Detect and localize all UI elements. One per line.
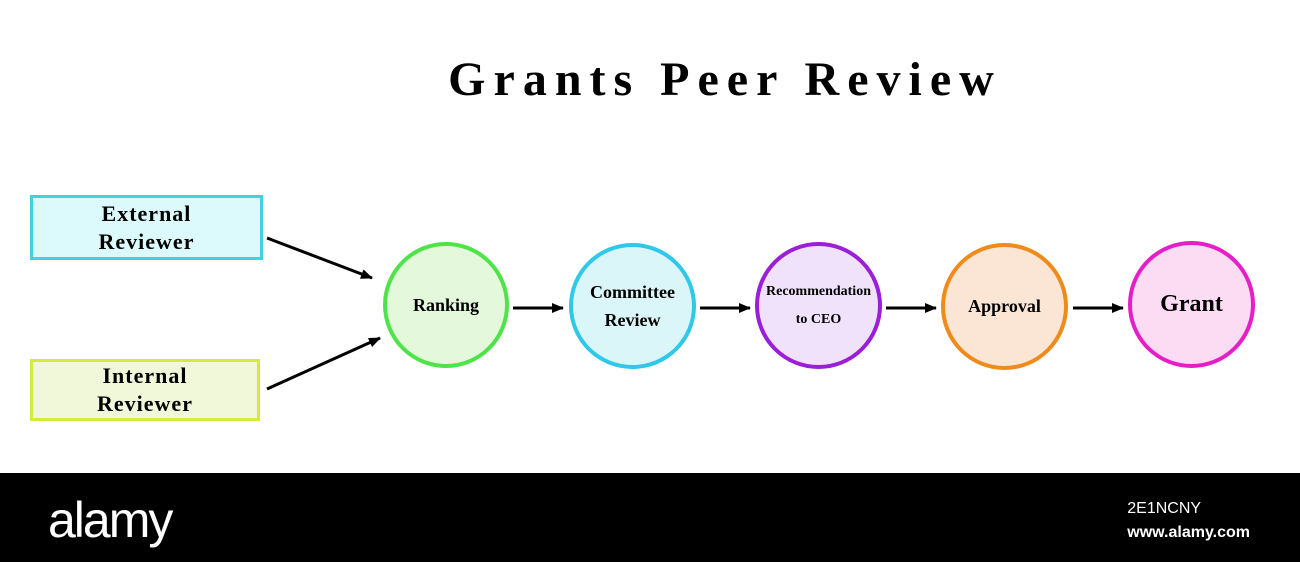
- step-recommendation-label-2: to CEO: [795, 311, 842, 327]
- step-grant-label: Grant: [1160, 291, 1223, 317]
- connector-arrows: [266, 236, 1124, 391]
- step-approval-label: Approval: [968, 296, 1041, 316]
- external-reviewer-line2: Reviewer: [98, 228, 195, 254]
- diagram-title: Grants Peer Review: [448, 53, 1002, 106]
- site-url: www.alamy.com: [1127, 524, 1250, 541]
- step-grant: Grant: [1128, 241, 1255, 368]
- image-id: 2E1NCNY: [1127, 500, 1202, 517]
- external-reviewer-line1: External: [101, 200, 192, 226]
- image-reference: 2E1NCNY www.alamy.com: [1127, 497, 1250, 545]
- step-ranking: Ranking: [383, 242, 509, 368]
- step-recommendation-to-ceo: Recommendation to CEO: [755, 242, 882, 369]
- internal-reviewer-line2: Reviewer: [97, 391, 193, 416]
- step-committee-review: Committee Review: [569, 243, 696, 369]
- watermark-footer: alamy 2E1NCNY www.alamy.com: [0, 473, 1300, 562]
- step-recommendation-label-1: Recommendation: [766, 283, 871, 299]
- internal-reviewer-box: Internal Reviewer: [30, 359, 260, 421]
- internal-reviewer-line1: Internal: [102, 363, 188, 388]
- step-ranking-label: Ranking: [412, 294, 480, 315]
- arrow-internal-to-ranking: [266, 336, 381, 391]
- step-approval: Approval: [941, 243, 1068, 370]
- step-committee-label-2: Review: [604, 310, 661, 330]
- arrow-external-to-ranking: [266, 236, 373, 280]
- step-committee-label-1: Committee: [590, 282, 675, 302]
- external-reviewer-box: External Reviewer: [30, 195, 263, 260]
- alamy-logo: alamy: [48, 492, 173, 548]
